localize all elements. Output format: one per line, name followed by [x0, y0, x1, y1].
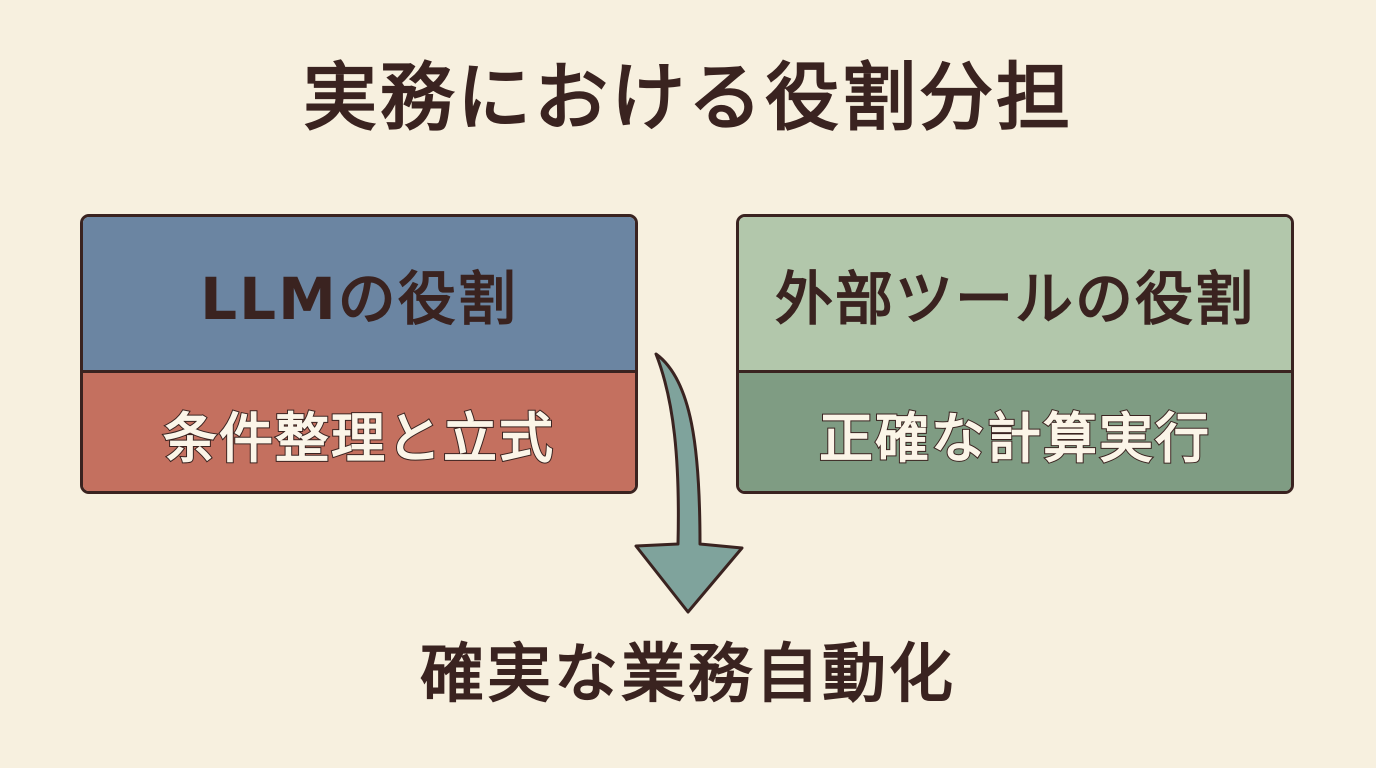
llm-role-heading: LLMの役割: [83, 217, 635, 373]
curved-down-arrow-icon: [634, 352, 744, 614]
llm-role-body: 条件整理と立式: [83, 373, 635, 491]
tool-role-box: 外部ツールの役割 正確な計算実行: [736, 214, 1294, 494]
tool-role-heading: 外部ツールの役割: [739, 217, 1291, 373]
arrow-shape: [634, 352, 744, 614]
tool-role-body: 正確な計算実行: [739, 373, 1291, 491]
result-text: 確実な業務自動化: [420, 638, 956, 712]
diagram-title: 実務における役割分担: [303, 55, 1073, 141]
llm-role-box: LLMの役割 条件整理と立式: [80, 214, 638, 494]
